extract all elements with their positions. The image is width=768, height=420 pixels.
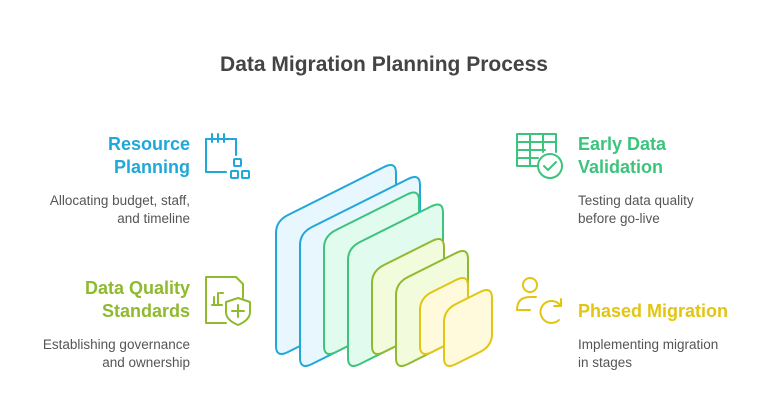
phased-migration-heading: Phased Migration [578, 300, 728, 323]
description-line: Establishing governance [42, 337, 190, 352]
data-quality-description: Establishing governance and ownership [43, 336, 190, 372]
resource-planning-heading: Resource Planning [108, 133, 190, 179]
early-validation-description: Testing data quality before go-live [578, 192, 694, 228]
description-line: Testing data quality [578, 193, 694, 208]
calendar-blocks-icon [205, 133, 250, 179]
heading-line: Standards [101, 301, 190, 321]
phased-migration-description: Implementing migration in stages [578, 336, 718, 372]
early-validation-heading: Early Data Validation [578, 133, 666, 179]
heading-line: Early Data [578, 134, 667, 154]
heading-line: Resource [107, 134, 190, 154]
heading-line: Planning [114, 157, 190, 177]
heading-line: Data Quality [84, 278, 190, 298]
description-line: Allocating budget, staff, [49, 193, 190, 208]
description-line: Implementing migration [578, 337, 719, 352]
heading-line: Validation [578, 157, 664, 177]
resource-planning-description: Allocating budget, staff, and timeline [50, 192, 190, 228]
diagram-title: Data Migration Planning Process [220, 53, 548, 76]
description-line: and ownership [102, 355, 190, 370]
heading-line: Phased Migration [578, 301, 729, 321]
document-chart-shield-icon [205, 276, 251, 326]
user-refresh-icon [516, 277, 562, 324]
description-line: and timeline [117, 211, 190, 226]
description-line: in stages [578, 355, 633, 370]
description-line: before go-live [578, 211, 660, 226]
phased-migration-slab-front [443, 289, 493, 367]
data-quality-heading: Data Quality Standards [85, 277, 190, 323]
table-check-icon [516, 133, 563, 179]
